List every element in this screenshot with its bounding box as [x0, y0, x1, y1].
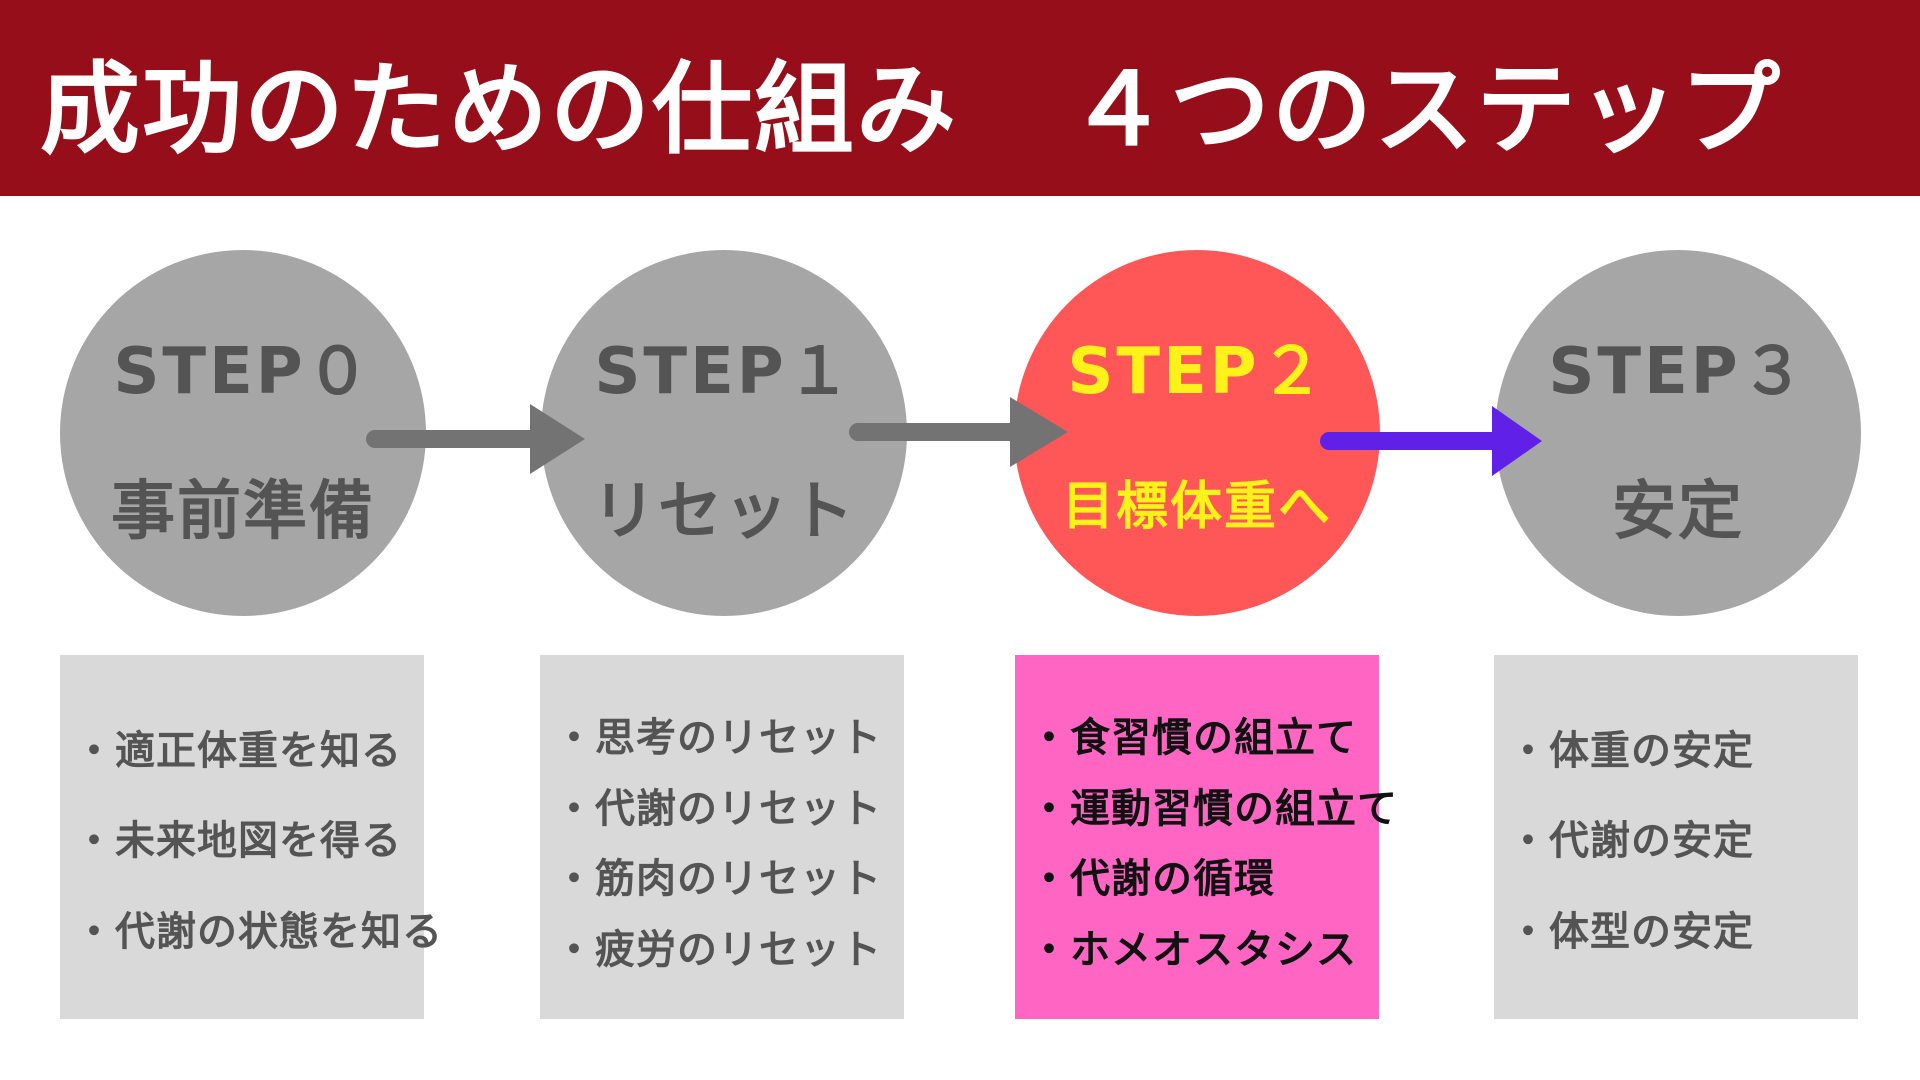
step-1-circle: STEP１ リセット	[541, 250, 907, 616]
step-0-label: STEP０	[113, 335, 373, 409]
right-arrow-icon	[849, 397, 1068, 467]
list-item: ・代謝のリセット	[554, 785, 882, 832]
list-item: ・思考のリセット	[554, 715, 882, 761]
step-3-details: ・体重の安定 ・代謝の安定 ・体型の安定	[1494, 655, 1858, 1019]
list-item: ・未来地図を得る	[74, 818, 402, 864]
title-banner: 成功のための仕組み ４つのステップ	[0, 0, 1920, 196]
list-item: ・体重の安定	[1508, 727, 1754, 774]
step-1-details: ・思考のリセット ・代謝のリセット ・筋肉のリセット ・疲労のリセット	[540, 655, 904, 1019]
list-item: ・適正体重を知る	[74, 727, 402, 774]
list-item: ・代謝の安定	[1508, 818, 1754, 864]
step-1-name: リセット	[592, 475, 856, 549]
page-title-sub: ４つのステップ	[1068, 50, 1782, 168]
step-3-label: STEP３	[1548, 335, 1808, 409]
list-item: ・疲労のリセット	[554, 926, 882, 973]
list-item: ・ホメオスタシス	[1029, 926, 1357, 973]
step-3-name: 安定	[1612, 475, 1744, 549]
list-item: ・食習慣の組立て	[1029, 715, 1357, 761]
list-item: ・代謝の循環	[1029, 856, 1275, 903]
page-title: 成功のための仕組み ４つのステップ	[40, 40, 1782, 168]
step-0-details: ・適正体重を知る ・未来地図を得る ・代謝の状態を知る	[60, 655, 443, 1019]
step-0-circle: STEP０ 事前準備	[60, 250, 426, 616]
list-item: ・運動習慣の組立て	[1029, 785, 1398, 832]
list-item: ・体型の安定	[1508, 908, 1754, 955]
right-arrow-icon	[366, 404, 585, 474]
step-2-name: 目標体重へ	[1061, 477, 1332, 537]
step-1-label: STEP１	[594, 335, 854, 409]
step-0-name: 事前準備	[111, 475, 375, 549]
list-item: ・筋肉のリセット	[554, 856, 882, 903]
step-2-details: ・食習慣の組立て ・運動習慣の組立て ・代謝の循環 ・ホメオスタシス	[1015, 655, 1398, 1019]
right-arrow-icon	[1320, 406, 1542, 476]
page-title-main: 成功のための仕組み	[40, 50, 958, 168]
list-item: ・代謝の状態を知る	[74, 908, 443, 955]
step-3-circle: STEP３ 安定	[1495, 250, 1861, 616]
step-2-label: STEP２	[1067, 335, 1327, 409]
step-2-circle: STEP２ 目標体重へ	[1014, 250, 1380, 616]
